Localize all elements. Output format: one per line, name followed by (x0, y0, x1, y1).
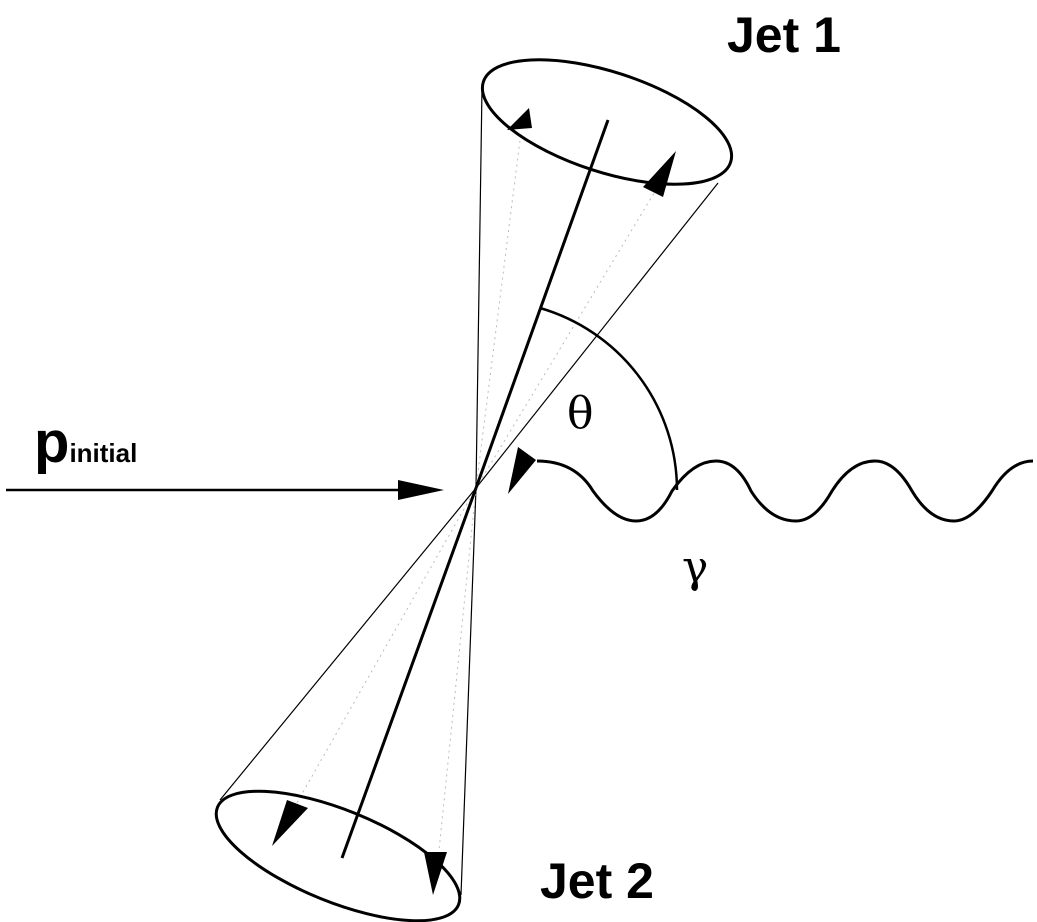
jet1-rim-arrow-right (643, 151, 676, 197)
jet2-rim-arrow-right (424, 852, 447, 895)
jet1-cone-edge-left (475, 87, 483, 489)
jet1-label: Jet 1 (727, 7, 841, 63)
jet1-axis (474, 119, 610, 489)
jet2-rim-arrow-left (272, 800, 308, 846)
jet2-cone-inner-left (289, 487, 477, 816)
angle-label: θ (567, 388, 594, 439)
angle-arc (539, 306, 679, 491)
angle-arc-arrowhead (508, 447, 536, 494)
initial-momentum-label: pinitial (34, 410, 137, 475)
jet2-cone-inner-right (436, 487, 477, 871)
initial-momentum-label-sub: initial (69, 438, 137, 468)
jet2-label: Jet 2 (540, 853, 654, 909)
jet1-cone-inner-right (475, 174, 666, 489)
initial-momentum-head (398, 480, 444, 500)
jet2-cone (214, 487, 478, 922)
jet2-cone-rim (214, 789, 462, 922)
jet2-cone-edge-right (460, 487, 477, 896)
photon-label: γ (682, 542, 708, 593)
initial-momentum-label-main: p (34, 410, 69, 475)
initial-momentum-arrow (6, 480, 444, 500)
photon-wave (536, 459, 1034, 523)
jet2-axis (340, 487, 478, 859)
jet1-rim-arrow-left (507, 108, 532, 130)
jet1-cone-inner-left (475, 139, 521, 489)
jet1-cone (474, 58, 734, 489)
jet2-cone-edge-left (219, 487, 477, 801)
